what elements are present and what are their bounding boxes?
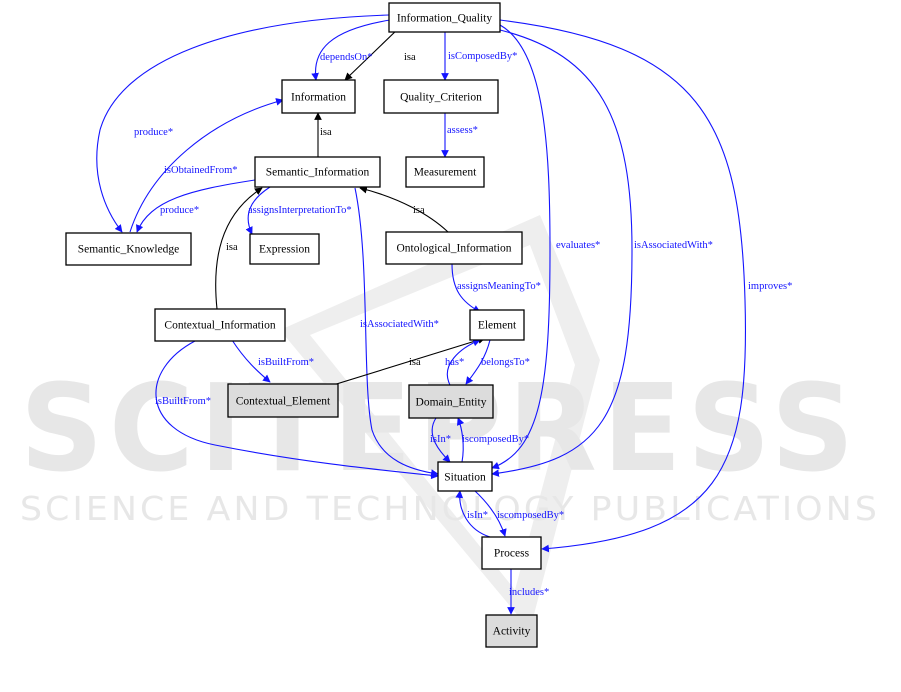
node-semantic-knowledge[interactable]: Semantic_Knowledge [65,232,192,266]
node-label: Contextual_Information [164,320,275,332]
edge-label: iscomposedBy* [462,434,529,445]
edge-isa-contextual [215,187,263,310]
edge-isa-contextual-element [329,336,486,387]
edge-label: includes* [509,587,549,598]
watermark-subtitle: SCIENCE AND TECHNOLOGY PUBLICATIONS [20,489,880,528]
edge-label: assess* [447,125,478,136]
node-label: Ontological_Information [397,243,512,255]
edge-label: isa [409,357,421,368]
node-label: Situation [444,472,486,484]
edge-isbuiltfrom-situation [155,340,439,480]
edge-label: isBuiltFrom* [155,396,211,407]
edge-label: isa [320,127,332,138]
node-label: Activity [493,626,531,638]
edge-produce-outer [96,14,390,233]
node-information-quality[interactable]: Information_Quality [388,2,501,33]
node-quality-criterion[interactable]: Quality_Criterion [383,79,499,114]
edge-dependson [311,19,391,81]
node-label: Element [478,320,517,332]
node-label: Expression [259,244,310,256]
node-semantic-information[interactable]: Semantic_Information [254,156,381,188]
edge-label: isAssociatedWith* [634,240,713,251]
node-process[interactable]: Process [481,536,542,570]
edge-has [446,339,481,386]
node-situation[interactable]: Situation [437,461,493,492]
node-label: Quality_Criterion [400,92,482,104]
edge-label: isa [413,205,425,216]
edge-label: iscomposedBy* [497,510,564,521]
edge-label: isAssociatedWith* [360,319,439,330]
edge-label: evaluates* [556,240,600,251]
node-contextual-information[interactable]: Contextual_Information [154,308,286,342]
edge-labels-layer: dependsOn* isa isComposedBy* produce* ev… [134,51,792,598]
node-label: Measurement [414,167,477,179]
edges-layer [96,14,747,615]
edge-isassociatedwith-iq [491,29,633,477]
edge-label: dependsOn* [320,52,373,63]
node-label: Information [291,92,346,104]
edge-label: isIn* [430,434,451,445]
edge-label: produce* [134,127,173,138]
node-label: Domain_Entity [416,397,487,409]
edge-label: assignsMeaningTo* [457,281,541,292]
node-label: Semantic_Information [266,167,370,179]
edge-evaluates [491,24,551,470]
edge-isbuiltfrom-element [231,339,271,383]
edge-label: produce* [160,205,199,216]
edge-iscomposedby-domain [456,417,465,463]
edge-label: isComposedBy* [448,51,517,62]
edge-produce-inner [136,179,256,233]
watermark: SCITEPRESS SCIENCE AND TECHNOLOGY PUBLIC… [20,215,880,630]
edge-isin-domain [431,417,451,463]
edge-label: belongsTo* [481,357,530,368]
node-contextual-element[interactable]: Contextual_Element [227,383,339,418]
edge-label: improves* [748,281,792,292]
edge-label: assignsInterpretationTo* [248,205,352,216]
node-activity[interactable]: Activity [485,614,538,648]
node-label: Process [494,548,530,560]
edge-label: isa [226,242,238,253]
edge-label: isObtainedFrom* [164,165,238,176]
edge-isassociatedwith-si [354,187,439,477]
edge-iscomposedby-process [474,490,507,537]
node-element[interactable]: Element [469,309,525,341]
edge-isa-information [344,26,401,81]
node-ontological-information[interactable]: Ontological_Information [385,231,523,265]
edge-label: isBuiltFrom* [258,357,314,368]
nodes-layer: Information_Quality Information Quality_… [65,2,542,648]
edge-assignsinterpretationto [245,186,271,235]
edge-isa-ontological [359,185,449,233]
node-measurement[interactable]: Measurement [405,156,485,188]
node-expression[interactable]: Expression [249,233,320,265]
edge-label: has* [445,357,464,368]
edge-improves [499,19,747,553]
node-domain-entity[interactable]: Domain_Entity [408,384,494,419]
node-label: Information_Quality [397,13,492,25]
edge-label: isa [404,52,416,63]
edge-isobtainedfrom [129,98,284,233]
edge-belongsto [465,339,491,385]
edge-isin-process [455,490,491,538]
node-information[interactable]: Information [281,79,356,114]
node-label: Contextual_Element [236,396,331,408]
edge-label: isIn* [467,510,488,521]
node-label: Semantic_Knowledge [78,244,180,256]
